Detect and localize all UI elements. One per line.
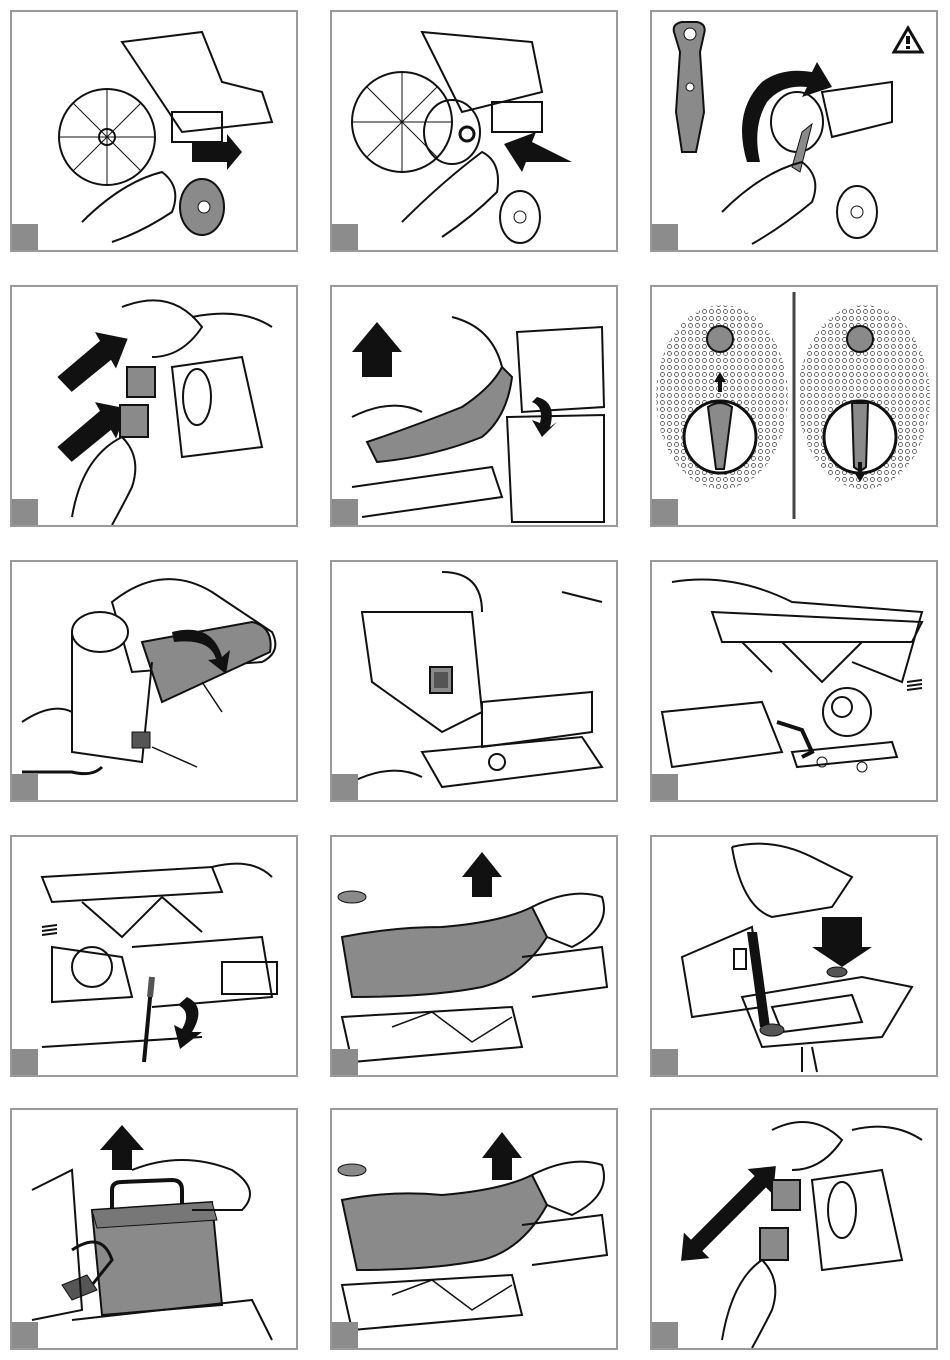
step-box [12, 1049, 38, 1075]
lock-icon [847, 326, 873, 352]
kickstand-rotate-icon [12, 837, 296, 1075]
panel-13 [10, 1108, 298, 1350]
connector-plug-icon [12, 287, 296, 525]
panel-9 [650, 560, 938, 802]
panel-3 [650, 10, 938, 252]
step-box [332, 1322, 358, 1348]
throttle-grip-icon [12, 562, 296, 800]
step-box [652, 774, 678, 800]
panel-8 [330, 560, 618, 802]
step-box [652, 499, 678, 525]
panel-5 [330, 285, 618, 527]
training-wheel-attach-icon [12, 12, 296, 250]
panel-15 [650, 1108, 938, 1350]
panel-2 [330, 10, 618, 252]
panel-7 [10, 560, 298, 802]
screwdriver-bracket-icon [652, 837, 936, 1075]
panel-10 [10, 835, 298, 1077]
panel-11 [330, 835, 618, 1077]
panel-6 [650, 285, 938, 527]
step-box [652, 1322, 678, 1348]
switch-compartment-icon [332, 562, 616, 800]
seat-remove-icon [332, 1110, 616, 1348]
wrench-tighten-icon [652, 12, 936, 250]
frame-kickstand-icon [652, 562, 936, 800]
step-box [332, 224, 358, 250]
step-box [332, 499, 358, 525]
step-box [12, 499, 38, 525]
lock-knob-icon [652, 287, 936, 525]
step-box [332, 774, 358, 800]
step-box [12, 774, 38, 800]
seat-remove-icon [332, 837, 616, 1075]
panel-12 [650, 835, 938, 1077]
panel-1 [10, 10, 298, 252]
connector-plug-icon [652, 1110, 936, 1348]
battery-lift-icon [12, 1110, 296, 1348]
training-wheel-bolt-icon [332, 12, 616, 250]
step-box [652, 1049, 678, 1075]
lock-icon [707, 326, 733, 352]
step-box [652, 224, 678, 250]
panel-14 [330, 1108, 618, 1350]
panel-4 [10, 285, 298, 527]
step-box [12, 1322, 38, 1348]
step-box [12, 224, 38, 250]
step-box [332, 1049, 358, 1075]
seat-lift-icon [332, 287, 616, 525]
